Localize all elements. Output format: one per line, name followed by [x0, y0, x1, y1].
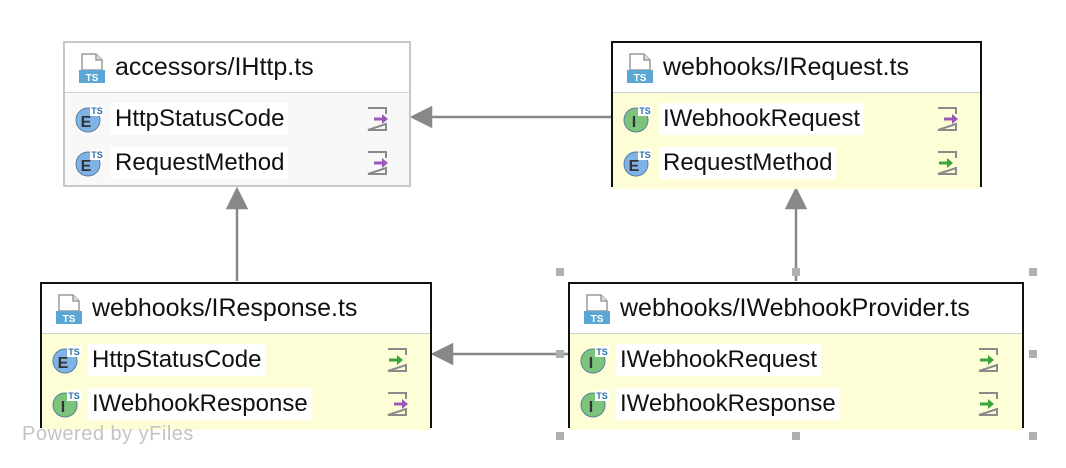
navigate-incoming-icon[interactable] — [976, 347, 1002, 373]
svg-text:TS: TS — [68, 391, 80, 401]
navigate-incoming-icon[interactable] — [385, 347, 411, 373]
member-label: RequestMethod — [659, 147, 837, 179]
node-title: accessors/IHttp.ts — [115, 53, 314, 81]
yfiles-watermark: Powered by yFiles — [22, 423, 194, 445]
resize-handle-bottom-left[interactable] — [556, 432, 564, 440]
svg-text:TS: TS — [91, 106, 103, 116]
typescript-file-icon: TS — [582, 293, 612, 325]
navigate-outgoing-icon[interactable] — [385, 391, 411, 417]
member-label: HttpStatusCode — [111, 103, 289, 135]
svg-text:TS: TS — [86, 73, 99, 84]
svg-text:I: I — [61, 399, 65, 416]
svg-text:TS: TS — [634, 73, 647, 84]
node-title: webhooks/IResponse.ts — [92, 294, 358, 322]
svg-text:TS: TS — [591, 314, 604, 325]
member-label: RequestMethod — [111, 147, 289, 179]
member-label: IWebhookRequest — [659, 103, 865, 135]
navigate-outgoing-icon[interactable] — [365, 150, 391, 176]
node-title: webhooks/IRequest.ts — [663, 53, 909, 81]
resize-handle-bottom-right[interactable] — [1029, 432, 1037, 440]
svg-text:TS: TS — [596, 347, 608, 357]
resize-handle-top[interactable] — [792, 268, 800, 276]
resize-handle-top-left[interactable] — [556, 268, 564, 276]
node-header[interactable]: TS webhooks/IWebhookProvider.ts — [570, 284, 1022, 334]
resize-handle-right[interactable] — [1029, 350, 1037, 358]
svg-text:I: I — [589, 399, 593, 416]
node-header[interactable]: TS webhooks/IRequest.ts — [613, 43, 980, 93]
navigate-incoming-icon[interactable] — [976, 391, 1002, 417]
svg-text:E: E — [629, 158, 640, 175]
member-label: IWebhookResponse — [88, 388, 312, 420]
resize-handle-left[interactable] — [556, 350, 564, 358]
node-header[interactable]: TS accessors/IHttp.ts — [65, 43, 409, 93]
svg-text:E: E — [58, 355, 69, 372]
svg-text:TS: TS — [63, 314, 76, 325]
resize-handle-top-right[interactable] — [1029, 268, 1037, 276]
typescript-file-icon: TS — [54, 293, 84, 325]
navigate-outgoing-icon[interactable] — [365, 106, 391, 132]
svg-text:TS: TS — [91, 150, 103, 160]
member-label: IWebhookRequest — [616, 344, 822, 376]
navigate-outgoing-icon[interactable] — [935, 106, 961, 132]
typescript-file-icon: TS — [625, 52, 655, 84]
svg-text:I: I — [632, 114, 636, 131]
node-header[interactable]: TS webhooks/IResponse.ts — [42, 284, 430, 334]
svg-text:TS: TS — [639, 150, 651, 160]
svg-text:TS: TS — [596, 391, 608, 401]
navigate-incoming-icon[interactable] — [935, 150, 961, 176]
svg-text:E: E — [81, 158, 92, 175]
typescript-file-icon: TS — [77, 52, 107, 84]
member-label: IWebhookResponse — [616, 388, 840, 420]
svg-text:TS: TS — [639, 106, 651, 116]
svg-text:TS: TS — [68, 347, 80, 357]
node-title: webhooks/IWebhookProvider.ts — [620, 294, 970, 322]
svg-text:E: E — [81, 114, 92, 131]
resize-handle-bottom[interactable] — [792, 432, 800, 440]
svg-text:I: I — [589, 355, 593, 372]
member-label: HttpStatusCode — [88, 344, 266, 376]
